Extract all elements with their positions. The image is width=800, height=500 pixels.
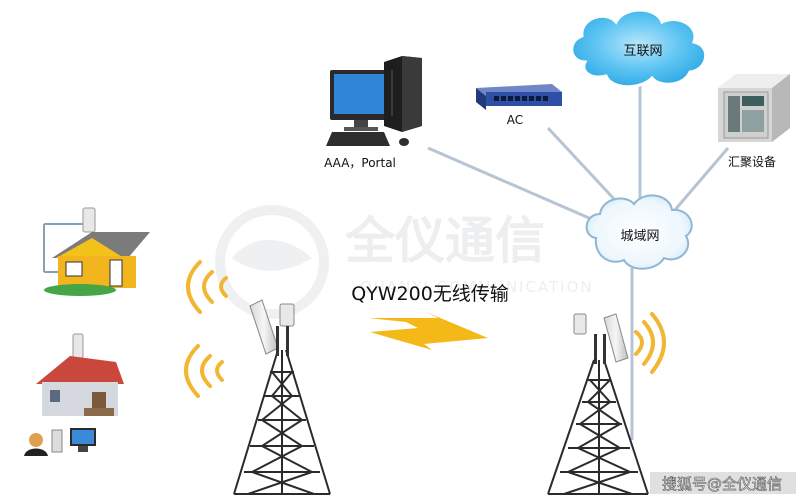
switch-side — [476, 88, 486, 110]
mouse-icon — [399, 138, 409, 146]
ac-label: AC — [507, 113, 523, 127]
sector-antenna-icon — [603, 313, 629, 363]
left-tower — [233, 349, 331, 495]
waves-right — [634, 312, 666, 374]
metro-cloud: 城域网 — [585, 194, 693, 270]
monitor-screen — [334, 74, 388, 114]
right-tower — [547, 359, 649, 495]
server-workstation: AAA，Portal — [324, 56, 422, 170]
bridge-antenna-icon — [279, 303, 295, 327]
waves-left-lower — [184, 344, 224, 398]
credit-backdrop — [650, 472, 796, 494]
metro-label: 城域网 — [620, 229, 659, 244]
grass — [44, 284, 116, 296]
watermark-sub: QUANYI COMMUNICATION — [360, 278, 594, 296]
wireless-link: QYW200无线传输 — [351, 283, 509, 350]
link-server-metro — [427, 146, 613, 230]
watermark-logo-icon — [215, 205, 329, 319]
internet-cloud: 互联网 — [570, 8, 707, 89]
house-red — [24, 333, 124, 456]
signal-wave-icon — [200, 354, 212, 388]
link-label: QYW200无线传输 — [351, 283, 509, 305]
cloud-icon — [585, 194, 693, 270]
cloud-icon — [570, 8, 707, 89]
left-antennas — [249, 299, 295, 356]
ac-switch: AC — [476, 84, 562, 127]
link-aggregation-metro — [666, 147, 730, 219]
internet-label: 互联网 — [623, 44, 662, 59]
aggregation-label: 汇聚设备 — [728, 155, 776, 169]
watermark-brand: 全仪通信 — [344, 212, 545, 270]
footer: 搜狐号@全仪通信 — [650, 472, 796, 494]
cpe-device-icon — [82, 207, 96, 233]
server-label: AAA，Portal — [324, 156, 396, 170]
links — [427, 82, 730, 440]
bridge-antenna-icon — [573, 313, 587, 335]
aggregation-device: 汇聚设备 — [718, 74, 790, 169]
signal-wave-icon — [202, 270, 214, 304]
house-roof — [36, 356, 124, 384]
lightning-bolt-icon — [368, 312, 488, 350]
person-icon — [29, 433, 43, 447]
cpe-device-icon — [72, 333, 84, 359]
sector-antenna-icon — [249, 299, 279, 355]
tower-icon — [547, 359, 595, 495]
house-yellow — [43, 207, 150, 296]
right-antennas — [573, 313, 629, 364]
switch-ports — [494, 96, 548, 101]
waves-left-upper — [186, 260, 228, 314]
keyboard-icon — [326, 132, 390, 146]
watermark-logo-leaf — [232, 239, 312, 271]
watermark: 全仪通信 QUANYI COMMUNICATION — [215, 205, 594, 319]
signal-wave-icon — [634, 330, 644, 356]
footer-credit: 搜狐号@全仪通信 — [662, 475, 782, 493]
tower-icon — [233, 349, 279, 495]
phone-icon — [51, 429, 63, 453]
